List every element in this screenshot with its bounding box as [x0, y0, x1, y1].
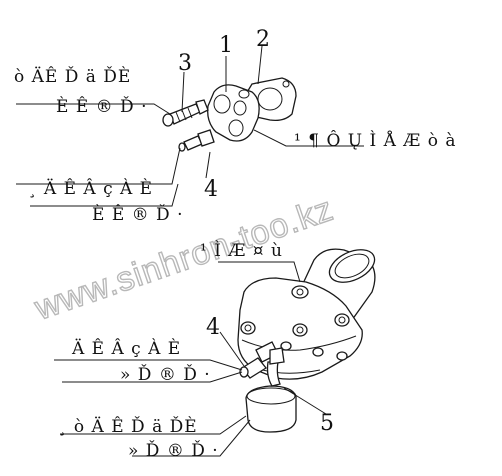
fitting-part-4-top: [178, 129, 215, 152]
flange-part-1: [207, 84, 260, 142]
part-number-4-top: 4: [204, 177, 218, 202]
part-number-5: 5: [320, 411, 334, 436]
sensor-part-3: [162, 99, 209, 127]
label-housing: ¹ Ì Æ ¤ ù: [200, 240, 283, 261]
leader-lines: [16, 45, 364, 457]
label-top-left-line2: È Ê ® Ď ·: [56, 96, 147, 117]
thermostat-housing: [237, 248, 376, 433]
part-number-1: 1: [219, 33, 233, 58]
part-number-4-bottom: 4: [206, 315, 220, 340]
label-bottom-left1-line1: Ä Ê Â ç À È: [71, 338, 181, 359]
label-bottom-left2-line2: » Ď ® Ď ·: [128, 440, 219, 461]
part-number-2: 2: [256, 27, 270, 52]
label-top-left-line1: ò ÄÊ Ď ä ĎÈ: [14, 66, 131, 87]
label-mid-left-line1: ¸ Ä Ê Â ç À È: [28, 178, 153, 199]
label-bottom-left2-line1: ¸ ò Ä Ê Ď ä ĎÈ: [58, 416, 198, 437]
part-number-3: 3: [178, 51, 192, 76]
label-top-right: ¹ ¶ Ô Ų Ì Å Æ ò à: [294, 130, 457, 151]
label-mid-left-line2: È Ê ® Ď ·: [92, 204, 183, 225]
label-bottom-left1-line2: » Ď ® Ď ·: [120, 364, 211, 385]
